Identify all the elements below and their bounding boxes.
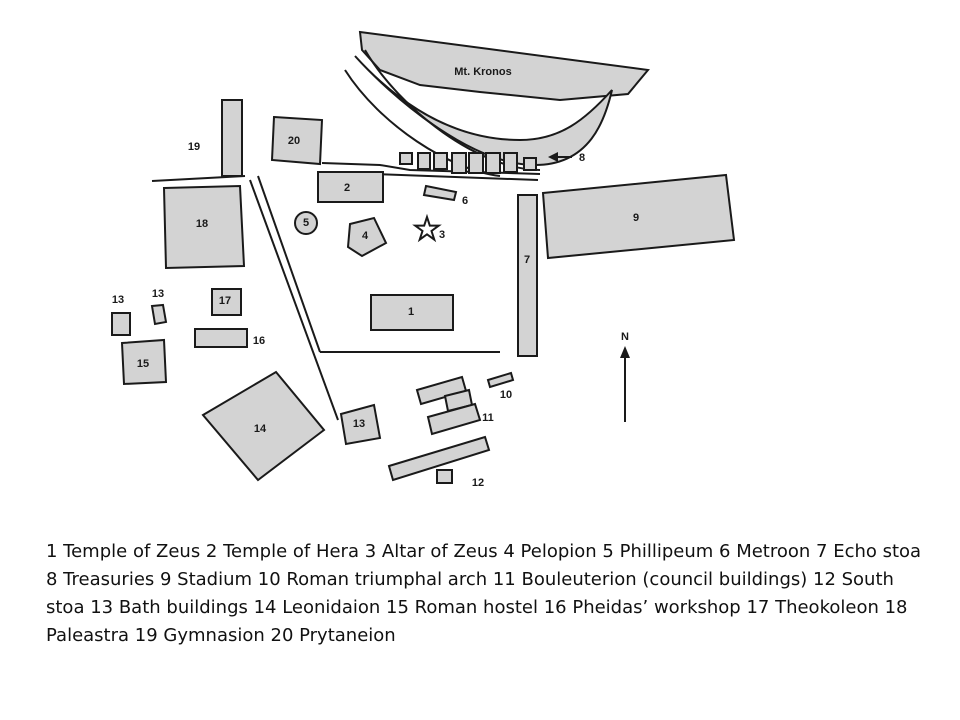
label-2: 2 xyxy=(344,182,350,194)
building-6 xyxy=(422,184,458,202)
label-13a: 13 xyxy=(112,294,124,306)
building-8-treasuries xyxy=(399,152,537,174)
building-5 xyxy=(294,211,318,235)
buildings: 19 20 18 2 8 6 5 4 3 7 9 xyxy=(111,99,736,489)
building-20 xyxy=(270,115,324,166)
building-19 xyxy=(221,99,243,177)
label-18: 18 xyxy=(196,218,208,230)
altar-of-zeus-star xyxy=(412,213,442,243)
building-13a xyxy=(111,312,131,336)
label-11: 11 xyxy=(482,412,494,424)
label-5: 5 xyxy=(303,217,309,229)
north-label: N xyxy=(621,331,629,343)
label-7: 7 xyxy=(524,254,530,266)
label-17: 17 xyxy=(219,295,231,307)
building-11-bouleuterion xyxy=(415,375,482,436)
building-2 xyxy=(317,171,384,203)
building-13c xyxy=(339,403,382,446)
label-10: 10 xyxy=(500,389,512,401)
hill-label: Mt. Kronos xyxy=(454,66,511,78)
building-16 xyxy=(194,328,248,348)
building-18 xyxy=(162,184,246,270)
building-9 xyxy=(541,173,736,260)
label-16: 16 xyxy=(253,335,265,347)
label-12: 12 xyxy=(472,477,484,489)
building-1 xyxy=(370,294,454,331)
building-17 xyxy=(211,288,242,316)
label-3: 3 xyxy=(439,229,445,241)
building-7 xyxy=(517,194,538,357)
label-13c: 13 xyxy=(353,418,365,430)
building-13b xyxy=(150,303,168,326)
label-20: 20 xyxy=(288,135,300,147)
north-arrow: N xyxy=(620,331,630,422)
label-8: 8 xyxy=(579,152,585,164)
label-13b: 13 xyxy=(152,288,164,300)
building-4 xyxy=(346,216,388,258)
label-6: 6 xyxy=(462,195,468,207)
building-10 xyxy=(486,371,515,389)
building-14 xyxy=(201,370,326,482)
label-9: 9 xyxy=(633,212,639,224)
label-15: 15 xyxy=(137,358,149,370)
label-1: 1 xyxy=(408,306,414,318)
legend-caption: 1 Temple of Zeus 2 Temple of Hera 3 Alta… xyxy=(46,541,922,646)
label-14: 14 xyxy=(254,423,267,435)
label-19: 19 xyxy=(188,141,200,153)
building-12 xyxy=(387,435,491,482)
walls xyxy=(151,162,541,421)
building-15 xyxy=(120,338,168,386)
olympia-site-map: Mt. Kronos 19 20 18 2 8 xyxy=(111,30,736,489)
label-4: 4 xyxy=(362,230,369,242)
